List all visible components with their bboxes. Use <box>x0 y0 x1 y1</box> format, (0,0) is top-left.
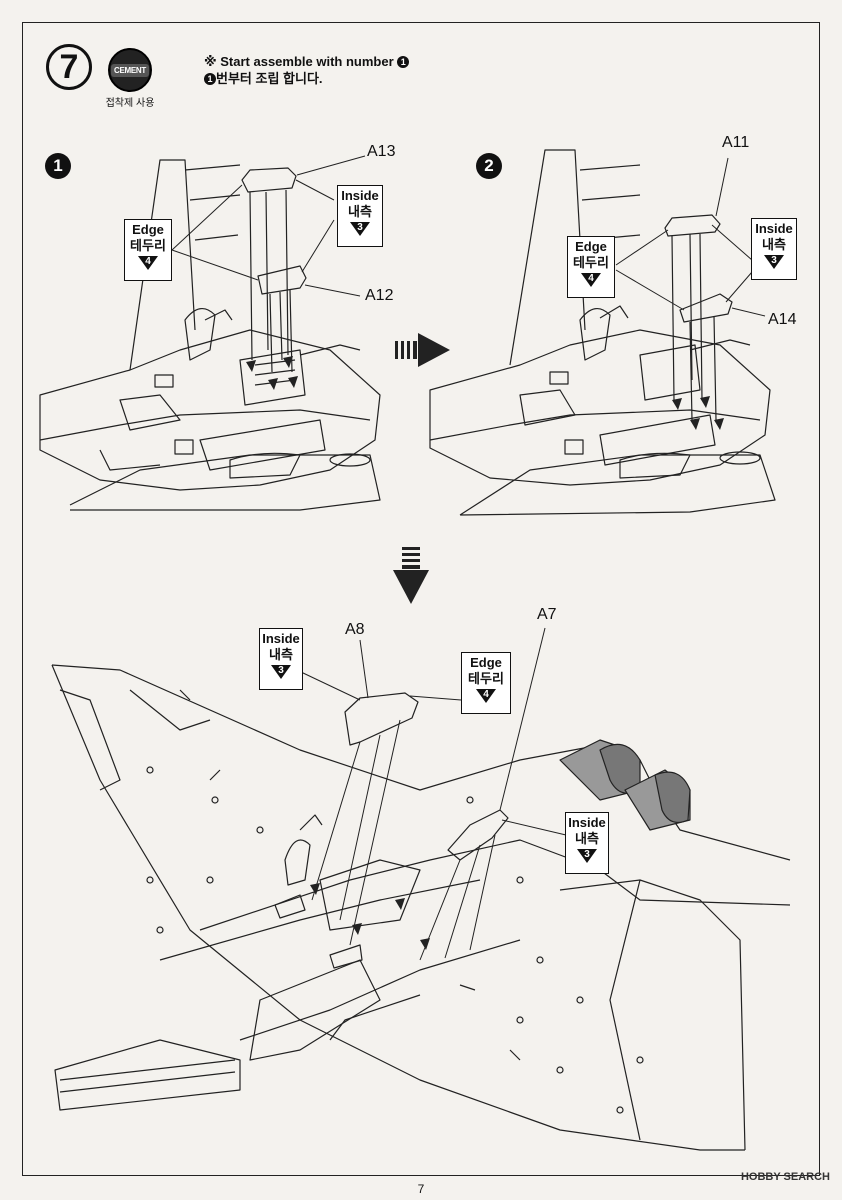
part-a11-drawing <box>664 157 729 401</box>
inside-tag-panel1: Inside 내측 3 <box>337 185 383 247</box>
part-a12-drawing <box>257 265 361 373</box>
edge-tag-number: 4 <box>588 273 594 284</box>
part-label-a7: A7 <box>537 606 557 623</box>
edge-tag-panel1: Edge 테두리 4 <box>124 219 172 281</box>
inside-tag-number: 3 <box>357 222 363 233</box>
edge-tag-panel2: Edge 테두리 4 <box>567 236 615 298</box>
triangle-marker-icon: 4 <box>581 273 601 287</box>
triangle-marker-icon: 3 <box>577 849 597 863</box>
edge-tag-ko: 테두리 <box>130 238 166 253</box>
instruction-korean: 번부터 조립 합니다. <box>216 71 323 86</box>
inside-tag-number: 3 <box>771 255 777 266</box>
bottom-aircraft <box>51 664 791 1151</box>
part-a14-drawing <box>679 293 766 421</box>
step-number: 7 <box>59 48 79 86</box>
watermark-logo: HOBBY SEARCH <box>740 1171 830 1183</box>
cement-indicator: CEMENT 접착제 사용 <box>100 48 160 109</box>
triangle-marker-icon: 3 <box>271 665 291 679</box>
page-number: 7 <box>417 1182 425 1196</box>
substep-2-number: 2 <box>484 156 494 175</box>
triangle-marker-icon: 3 <box>350 222 370 236</box>
substep-1-number: 1 <box>53 156 63 175</box>
inside-tag-en: Inside <box>568 815 606 830</box>
circle-one-icon: 1 <box>397 56 410 68</box>
substep-1-badge: 1 <box>45 153 71 179</box>
inside-tag-en: Inside <box>755 221 793 236</box>
inside-tag-en: Inside <box>262 631 300 646</box>
inside-tag-a7: Inside 내측 3 <box>565 812 609 874</box>
edge-tag-en: Edge <box>470 655 502 670</box>
edge-tag-a8: Edge 테두리 4 <box>461 652 511 714</box>
part-label-a8: A8 <box>345 621 365 638</box>
inside-tag-panel2: Inside 내측 3 <box>751 218 797 280</box>
panel1-aircraft <box>39 159 381 511</box>
inside-tag-number: 3 <box>584 849 590 860</box>
instruction-english: Start assemble with number <box>220 54 394 69</box>
inside-tag-ko: 내측 <box>348 204 372 219</box>
edge-tag-en: Edge <box>132 222 164 237</box>
panel2-aircraft <box>429 149 776 516</box>
part-label-a12: A12 <box>365 287 394 304</box>
reference-marker: ※ <box>204 54 217 69</box>
edge-tag-number: 4 <box>145 256 151 267</box>
inside-tag-ko: 내측 <box>575 831 599 846</box>
page-frame <box>22 22 820 1176</box>
edge-tag-ko: 테두리 <box>573 255 609 270</box>
cement-caption: 접착제 사용 <box>105 98 155 109</box>
part-a13-drawing <box>241 155 366 361</box>
part-label-a13: A13 <box>367 143 396 160</box>
inside-tag-a8: Inside 내측 3 <box>259 628 303 690</box>
triangle-marker-icon: 4 <box>476 689 496 703</box>
part-a7-drawing <box>419 627 546 961</box>
inside-tag-en: Inside <box>341 188 379 203</box>
cement-icon: CEMENT <box>108 48 152 92</box>
step-number-badge: 7 <box>46 44 92 90</box>
part-a8-drawing <box>311 639 419 946</box>
edge-tag-number: 4 <box>483 689 489 700</box>
edge-tag-ko: 테두리 <box>468 671 504 686</box>
triangle-marker-icon: 4 <box>138 256 158 270</box>
inside-tag-number: 3 <box>278 665 284 676</box>
inside-tag-ko: 내측 <box>762 237 786 252</box>
arrow-down-icon <box>393 547 429 604</box>
part-label-a14: A14 <box>768 311 797 328</box>
part-label-a11: A11 <box>722 134 750 151</box>
substep-2-badge: 2 <box>476 153 502 179</box>
circle-one-icon: 1 <box>204 73 216 85</box>
arrow-right-icon <box>395 333 450 367</box>
cement-badge-text: CEMENT <box>111 63 149 77</box>
edge-tag-en: Edge <box>575 239 607 254</box>
triangle-marker-icon: 3 <box>764 255 784 269</box>
inside-tag-ko: 내측 <box>269 647 293 662</box>
